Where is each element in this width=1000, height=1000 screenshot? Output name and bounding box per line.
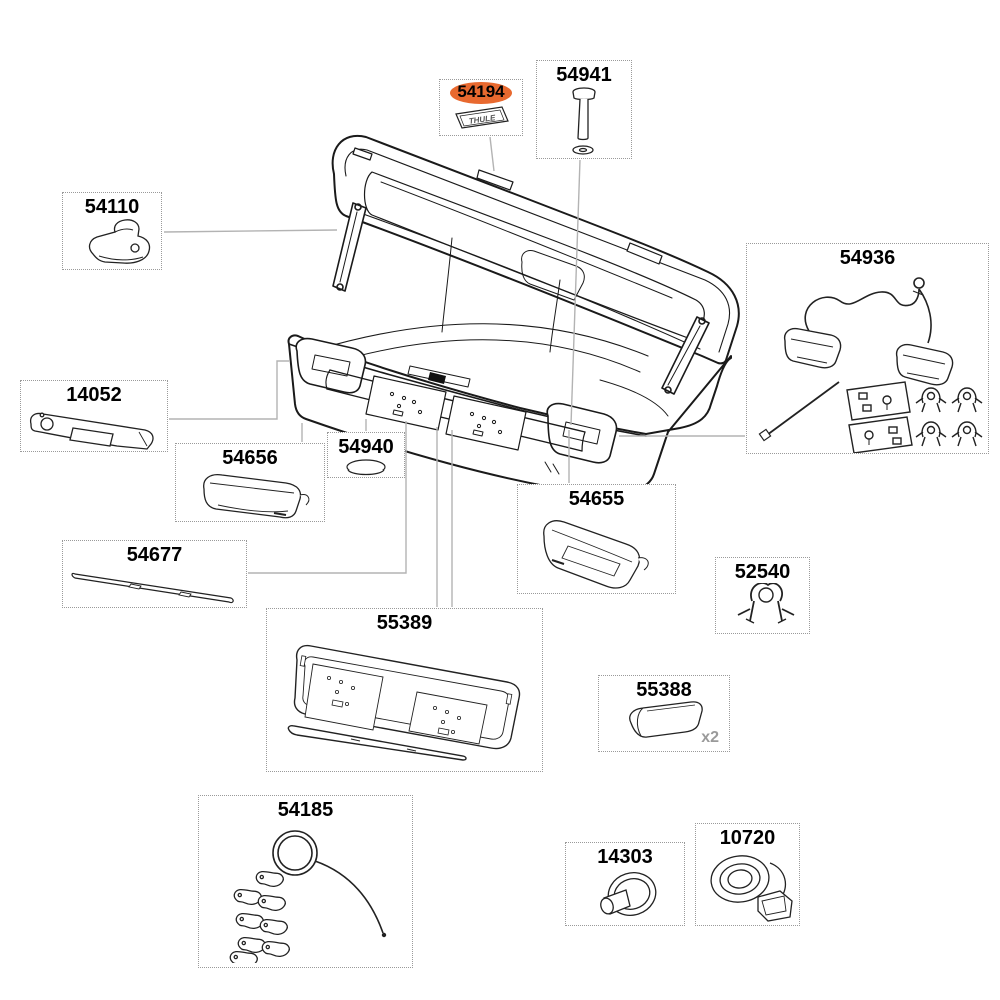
lock-detail [428,372,446,384]
plate-strip [287,725,467,761]
left-hinge-strut [332,202,367,292]
callout-54677[interactable]: 54677 [62,540,247,608]
leader-lines [163,136,745,607]
right-corner-pod [546,402,618,464]
lid-inner-panel [363,171,705,339]
part-number-label: 10720 [719,827,776,849]
callout-54185[interactable]: 54185 [198,795,413,968]
oval-pad-icon [346,459,386,476]
handle-trim-icon [29,412,154,450]
lanyard-clips-icon [229,830,387,963]
callout-54936[interactable]: 54936 [746,243,989,454]
callout-54940[interactable]: 54940 [327,432,405,478]
callout-54655[interactable]: 54655 [517,484,676,594]
bolt-washer-icon [572,87,596,155]
leader-14052 [169,360,289,420]
plate-bracket-right [445,395,527,451]
light-kit-icon [758,277,983,453]
cord-clips [229,870,290,963]
part-number-label: 55389 [376,612,433,634]
wedge-pad-icon [629,701,703,738]
part-number-label: 14303 [597,846,653,868]
leader-54677 [248,421,407,574]
callout-55389[interactable]: 55389 [266,608,543,772]
part-number-label: 54941 [556,64,612,86]
push-clips [915,387,983,447]
badge-text: THULE [468,113,496,126]
callout-10720[interactable]: 10720 [695,823,800,926]
left-corner-pod [295,337,367,394]
grommet-icon [600,872,657,916]
part-number-label: 52540 [734,561,791,583]
part-number-highlight: 54194 [450,82,512,104]
part-number-label: 54656 [222,447,278,469]
part-number-label: 14052 [66,384,122,406]
lid-outline [331,134,740,365]
strap-buckle-icon [710,855,793,922]
corner-cover-right-icon [543,520,649,589]
callout-54941[interactable]: 54941 [536,60,632,159]
part-number-label: 54936 [839,247,896,269]
leader-54110 [163,229,338,233]
cargo-box-drawing [287,134,740,496]
callout-54110[interactable]: 54110 [62,192,162,270]
callout-55388[interactable]: 55388 x2 [598,675,730,752]
callout-14303[interactable]: 14303 [565,842,685,926]
callout-54656[interactable]: 54656 [175,443,325,522]
corner-cover-left-icon [203,473,310,519]
part-number-label: 55388 [636,679,692,701]
seal-strip-icon [71,572,234,604]
part-number-label: 54940 [338,436,394,458]
part-number-label: 54655 [568,488,625,510]
plate-holder-icon [287,644,521,761]
part-number-label: 54194 [457,82,505,101]
leader-54194 [489,136,495,172]
lid-logo-recess [476,169,514,191]
leader-54941 [570,159,581,426]
push-clip-icon [737,583,795,624]
part-number-label: 54185 [277,799,334,821]
thule-badge-icon: THULE [455,106,509,129]
part-number-label: 54110 [84,196,140,218]
callout-14052[interactable]: 14052 [20,380,168,452]
leader-55389 [436,427,453,607]
plate-bracket-left [365,375,447,431]
part-number-label: 54677 [126,544,183,566]
lid-lock-icon [88,219,151,264]
callout-52540[interactable]: 52540 [715,557,810,634]
quantity-note: x2 [701,729,719,746]
callout-54194[interactable]: 54194 THULE [439,79,523,136]
